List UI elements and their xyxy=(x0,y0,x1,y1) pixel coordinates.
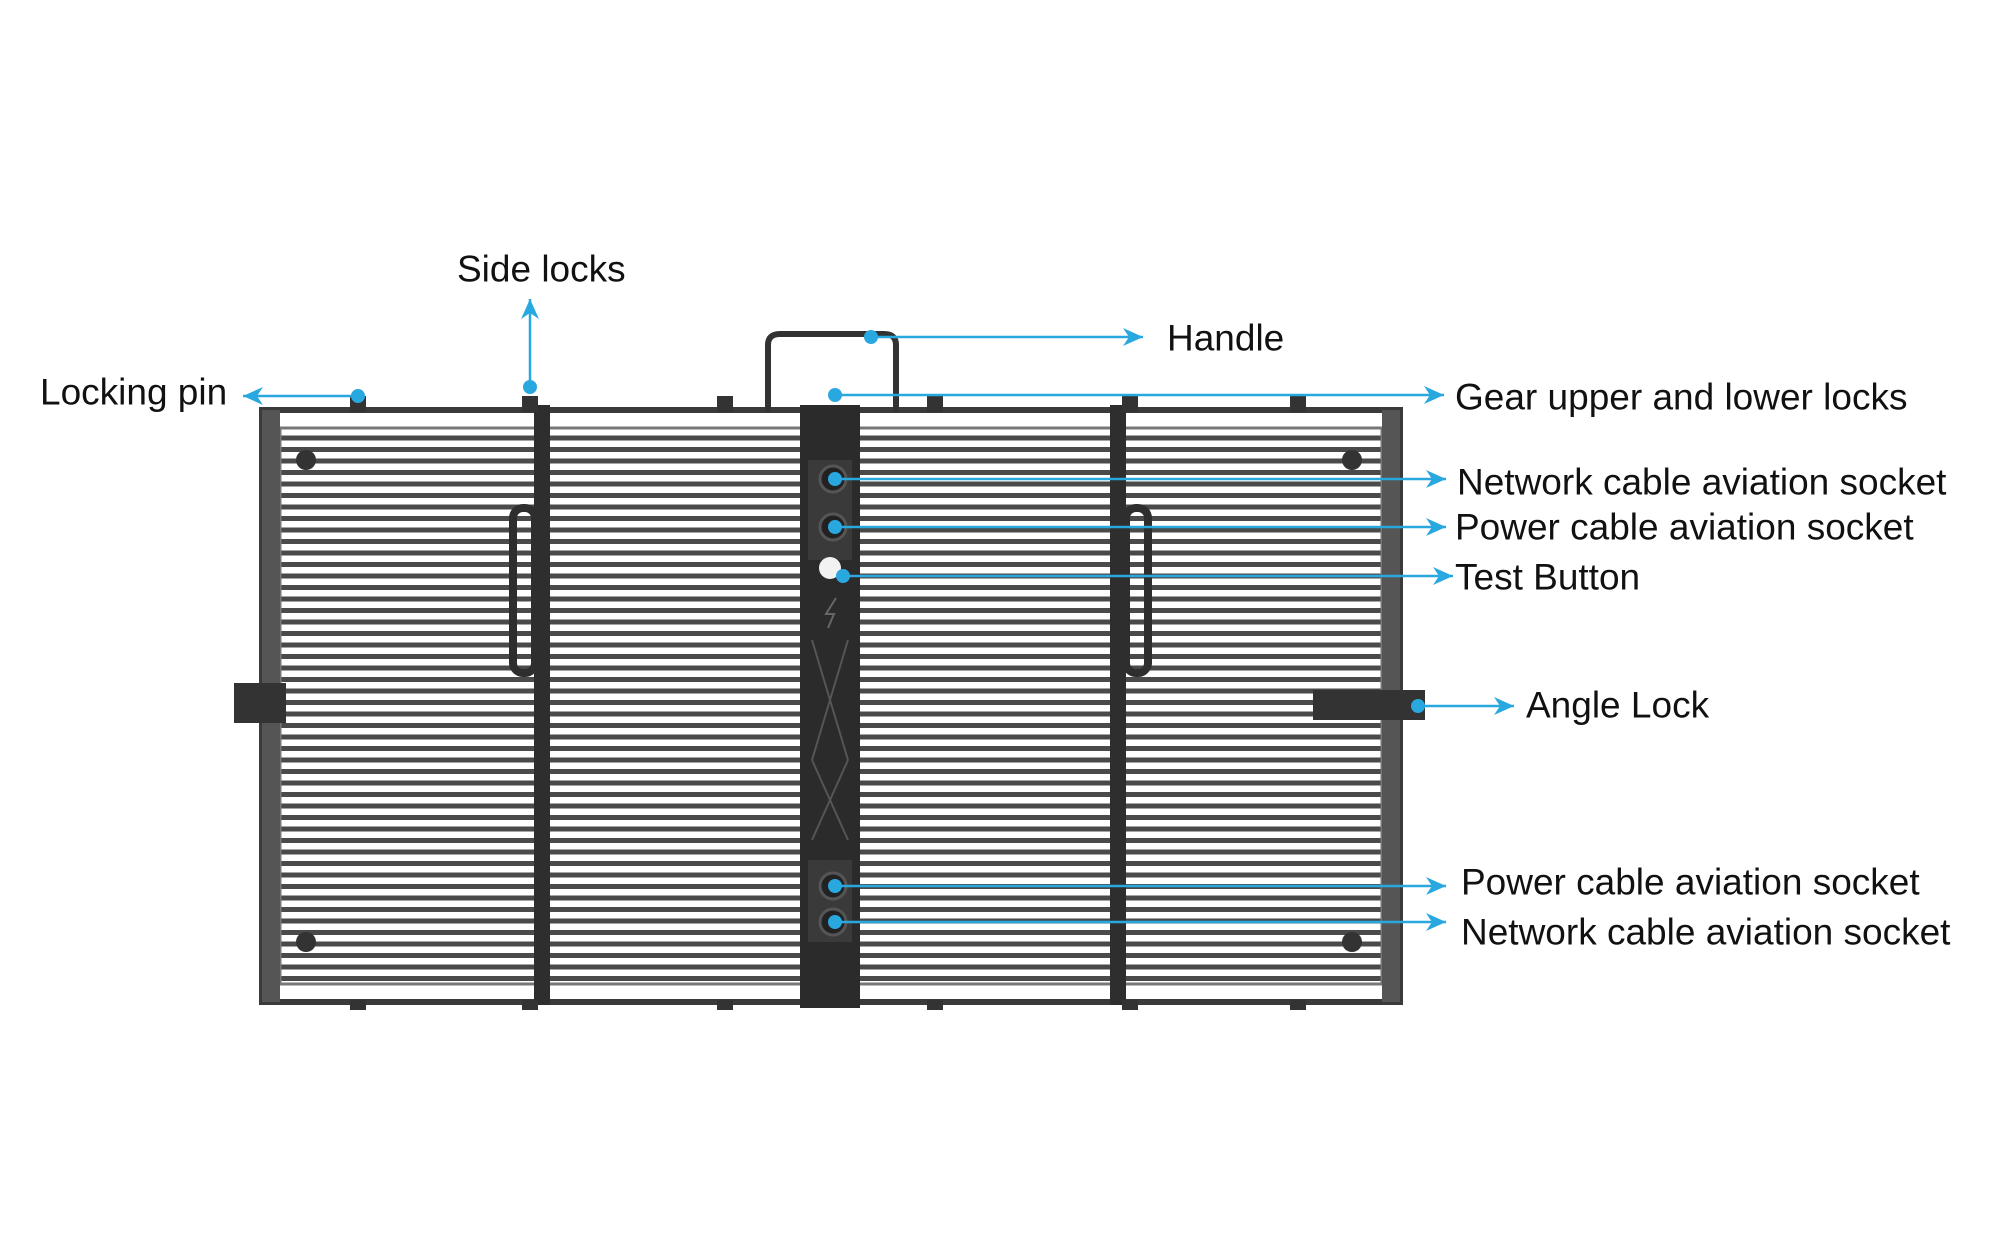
label-angle-lock: Angle Lock xyxy=(1526,684,1710,726)
corner-knob xyxy=(296,932,316,952)
top-handle xyxy=(765,331,899,412)
label-side-locks: Side locks xyxy=(457,248,626,290)
locking-pin xyxy=(350,1000,366,1010)
locking-pin xyxy=(1290,1000,1306,1010)
power-socket-top-arrowhead xyxy=(1426,518,1446,536)
locking-pin xyxy=(1122,1000,1138,1010)
label-handle: Handle xyxy=(1167,317,1285,359)
side-locks-dot xyxy=(523,380,537,394)
left-side-handle xyxy=(509,504,539,677)
locking-pin xyxy=(717,396,733,412)
locking-pin xyxy=(1122,396,1138,412)
locking-pin-arrowhead xyxy=(243,387,263,405)
label-network-socket-top: Network cable aviation socket xyxy=(1457,461,1947,503)
label-locking-pin: Locking pin xyxy=(40,371,228,413)
locking-pin xyxy=(522,396,538,412)
power-socket-bottom-dot xyxy=(828,879,842,893)
gear-locks-arrowhead xyxy=(1424,386,1444,404)
network-socket-bottom-arrowhead xyxy=(1426,913,1446,931)
locking-pin xyxy=(927,396,943,412)
network-socket-top-arrowhead xyxy=(1426,470,1446,488)
test-button-dot xyxy=(836,569,850,583)
corner-knob xyxy=(296,450,316,470)
locking-pin xyxy=(927,1000,943,1010)
angle-lock-dot xyxy=(1411,699,1425,713)
label-power-socket-bottom: Power cable aviation socket xyxy=(1461,861,1920,903)
lightning-icon xyxy=(824,597,837,629)
locking-pin xyxy=(717,1000,733,1010)
right-angle-lock xyxy=(1313,690,1425,720)
right-side-handle xyxy=(1122,504,1152,677)
left-angle-lock xyxy=(234,683,286,723)
test-button xyxy=(819,557,841,579)
power-socket-bottom-arrowhead xyxy=(1426,877,1446,895)
top-locking-pins xyxy=(350,396,1306,1010)
angle-lock-arrowhead xyxy=(1494,697,1514,715)
network-socket-top-dot xyxy=(828,472,842,486)
locking-pin-dot xyxy=(351,389,365,403)
handle-dot xyxy=(864,330,878,344)
network-socket-bottom-dot xyxy=(828,915,842,929)
side-locks-arrowhead xyxy=(521,299,539,319)
spine-x-pattern xyxy=(811,639,849,841)
gear-locks-dot xyxy=(828,388,842,402)
label-power-socket-top: Power cable aviation socket xyxy=(1455,506,1914,548)
corner-knob xyxy=(1342,450,1362,470)
label-test-button: Test Button xyxy=(1455,556,1641,598)
label-gear-locks: Gear upper and lower locks xyxy=(1455,376,1908,418)
locking-pin xyxy=(1290,396,1306,412)
power-socket-top-dot xyxy=(828,520,842,534)
callout-arrows xyxy=(243,299,1514,931)
corner-knob xyxy=(1342,932,1362,952)
left-vertical-bar xyxy=(534,405,550,1005)
locking-pin xyxy=(522,1000,538,1010)
test-button-arrowhead xyxy=(1433,567,1453,585)
label-network-socket-bottom: Network cable aviation socket xyxy=(1461,911,1951,953)
handle-arrowhead xyxy=(1123,328,1143,346)
right-vertical-bar xyxy=(1110,405,1126,1005)
